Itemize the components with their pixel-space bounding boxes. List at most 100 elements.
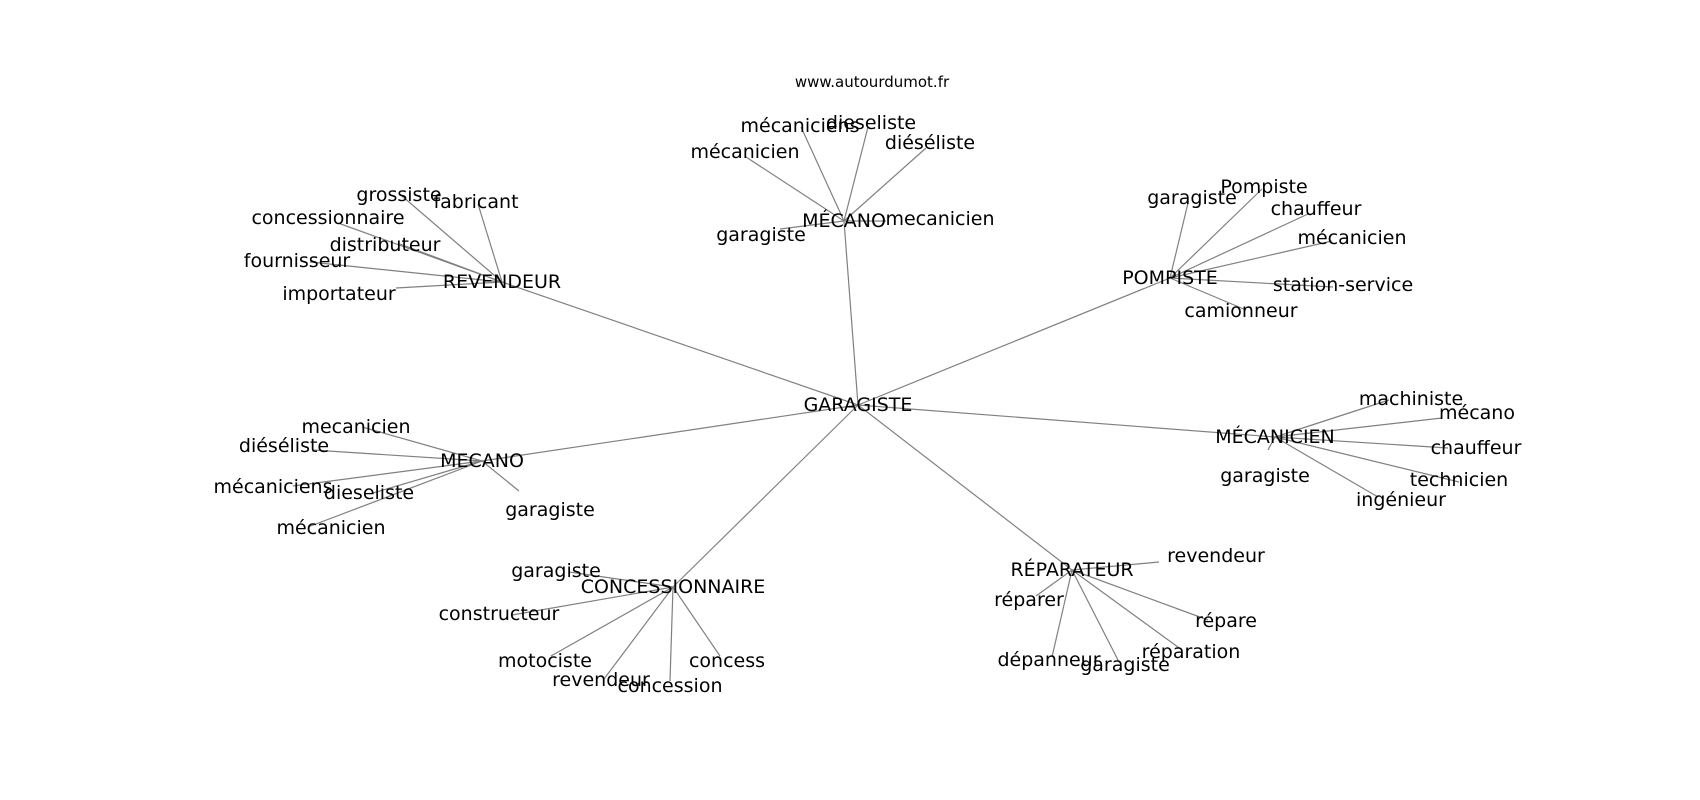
leaf-word: Pompiste <box>1220 176 1307 198</box>
hub-word: POMPISTE <box>1122 267 1218 289</box>
leaf-word: station-service <box>1273 274 1413 296</box>
leaf-word: chauffeur <box>1431 437 1522 459</box>
leaf-word: machiniste <box>1359 388 1463 410</box>
leaf-word: garagiste <box>1080 654 1170 676</box>
leaf-word: fournisseur <box>244 250 351 272</box>
edge-hub-to-leaf <box>568 571 674 588</box>
edge-hub-to-leaf <box>1274 399 1390 438</box>
leaf-word: réparer <box>994 589 1064 611</box>
leaf-word: revendeur <box>552 669 650 691</box>
leaf-word: concess <box>689 650 765 672</box>
leaf-word: répare <box>1195 610 1257 632</box>
hub-word: MÉCANO <box>802 209 886 232</box>
edge-hub-to-leaf <box>1169 202 1189 279</box>
edge-hub-to-leaf <box>1071 569 1120 663</box>
edge-hub-to-leaf <box>511 586 674 616</box>
edge-hub-to-leaf <box>481 460 520 492</box>
edge-center-to-hub <box>501 281 859 406</box>
leaf-word: importateur <box>282 283 396 305</box>
edge-hub-to-leaf <box>1169 213 1309 279</box>
edge-hub-to-leaf <box>1169 188 1263 279</box>
leaf-word: diéséliste <box>885 132 975 154</box>
leaf-word: garagiste <box>1147 187 1237 209</box>
edge-hub-to-leaf <box>307 460 483 528</box>
hub-word: MÉCANICIEN <box>1215 425 1335 448</box>
leaf-word: réparation <box>1142 641 1241 663</box>
center-word: GARAGISTE <box>804 394 913 416</box>
edge-hub-to-leaf <box>672 586 721 657</box>
edge-hub-to-leaf <box>1169 277 1334 288</box>
edge-hub-to-leaf <box>745 156 845 222</box>
edge-hub-to-leaf <box>1051 569 1073 658</box>
edge-hub-to-leaf <box>603 586 674 680</box>
leaf-word: camionneur <box>1184 300 1297 322</box>
leaf-word: dépanneur <box>997 649 1100 671</box>
edge-center-to-hub <box>857 277 1171 406</box>
edge-center-to-hub <box>857 404 1276 438</box>
edge-hub-to-leaf <box>395 281 503 289</box>
leaf-word: distributeur <box>330 234 441 256</box>
edge-hub-to-leaf <box>477 203 503 283</box>
edges <box>292 126 1460 682</box>
edge-center-to-hub <box>843 220 859 406</box>
leaf-word: mécanicien <box>276 517 385 539</box>
leaf-word: garagiste <box>505 499 595 521</box>
leaf-word: garagiste <box>716 224 806 246</box>
edge-hub-to-leaf <box>669 586 674 682</box>
leaf-word: garagiste <box>1220 465 1310 487</box>
leaf-word: fabricant <box>433 191 518 213</box>
edge-hub-to-leaf <box>800 126 845 222</box>
leaf-word: dieseliste <box>324 482 414 504</box>
edge-hub-to-leaf <box>1274 417 1443 438</box>
leaf-word: technicien <box>1410 469 1508 491</box>
leaf-word: mécaniciens <box>741 115 860 137</box>
leaf-word: mecanicien <box>885 208 994 230</box>
hub-word: CONCESSIONNAIRE <box>581 576 766 598</box>
leaf-word: mécaniciens <box>214 476 333 498</box>
edge-hub-to-leaf <box>401 195 503 283</box>
leaf-word: revendeur <box>1167 545 1265 567</box>
leaf-word: grossiste <box>356 184 441 206</box>
edge-hub-to-leaf <box>312 449 483 462</box>
leaf-word: motociste <box>498 650 592 672</box>
edge-hub-to-leaf <box>1035 569 1073 597</box>
edge-hub-to-leaf <box>372 460 483 494</box>
edge-hub-to-leaf <box>309 261 503 283</box>
edge-hub-to-leaf <box>1169 277 1247 311</box>
edge-hub-to-leaf <box>843 147 927 222</box>
watermark: www.autourdumot.fr <box>795 73 950 91</box>
leaf-word: concession <box>618 675 723 697</box>
edge-center-to-hub <box>481 404 859 462</box>
edge-hub-to-leaf <box>1274 436 1460 483</box>
edge-hub-to-leaf <box>1274 436 1379 498</box>
leaf-word: mécanicien <box>1297 227 1406 249</box>
leaf-word: chauffeur <box>1271 198 1362 220</box>
hub-word: MECANO <box>440 450 524 472</box>
edge-hub-to-leaf <box>843 126 869 222</box>
leaf-word: mécano <box>1439 402 1515 424</box>
leaf-word: mécanicien <box>690 141 799 163</box>
hub-word: RÉPARATEUR <box>1010 558 1133 581</box>
edge-hub-to-leaf <box>550 586 674 657</box>
edge-hub-to-leaf <box>1274 436 1449 449</box>
edge-hub-to-leaf <box>399 243 503 283</box>
edge-hub-to-leaf <box>779 220 845 230</box>
edge-hub-to-leaf <box>292 460 483 487</box>
leaf-word: garagiste <box>511 560 601 582</box>
edge-hub-to-leaf <box>1071 561 1160 571</box>
edge-center-to-hub <box>672 404 859 588</box>
edge-hub-to-leaf <box>1267 436 1276 451</box>
leaf-word: dieseliste <box>826 112 916 134</box>
hub-word: REVENDEUR <box>443 271 561 293</box>
edge-center-to-hub <box>857 404 1073 571</box>
leaf-word: mecanicien <box>301 416 410 438</box>
leaf-word: constructeur <box>439 603 560 625</box>
leaf-word: ingénieur <box>1356 489 1446 511</box>
edge-hub-to-leaf <box>1071 569 1209 621</box>
edge-hub-to-leaf <box>1169 240 1333 279</box>
leaf-word: diéséliste <box>239 435 329 457</box>
edge-hub-to-leaf <box>361 426 483 462</box>
leaf-word: concessionnaire <box>251 207 404 229</box>
